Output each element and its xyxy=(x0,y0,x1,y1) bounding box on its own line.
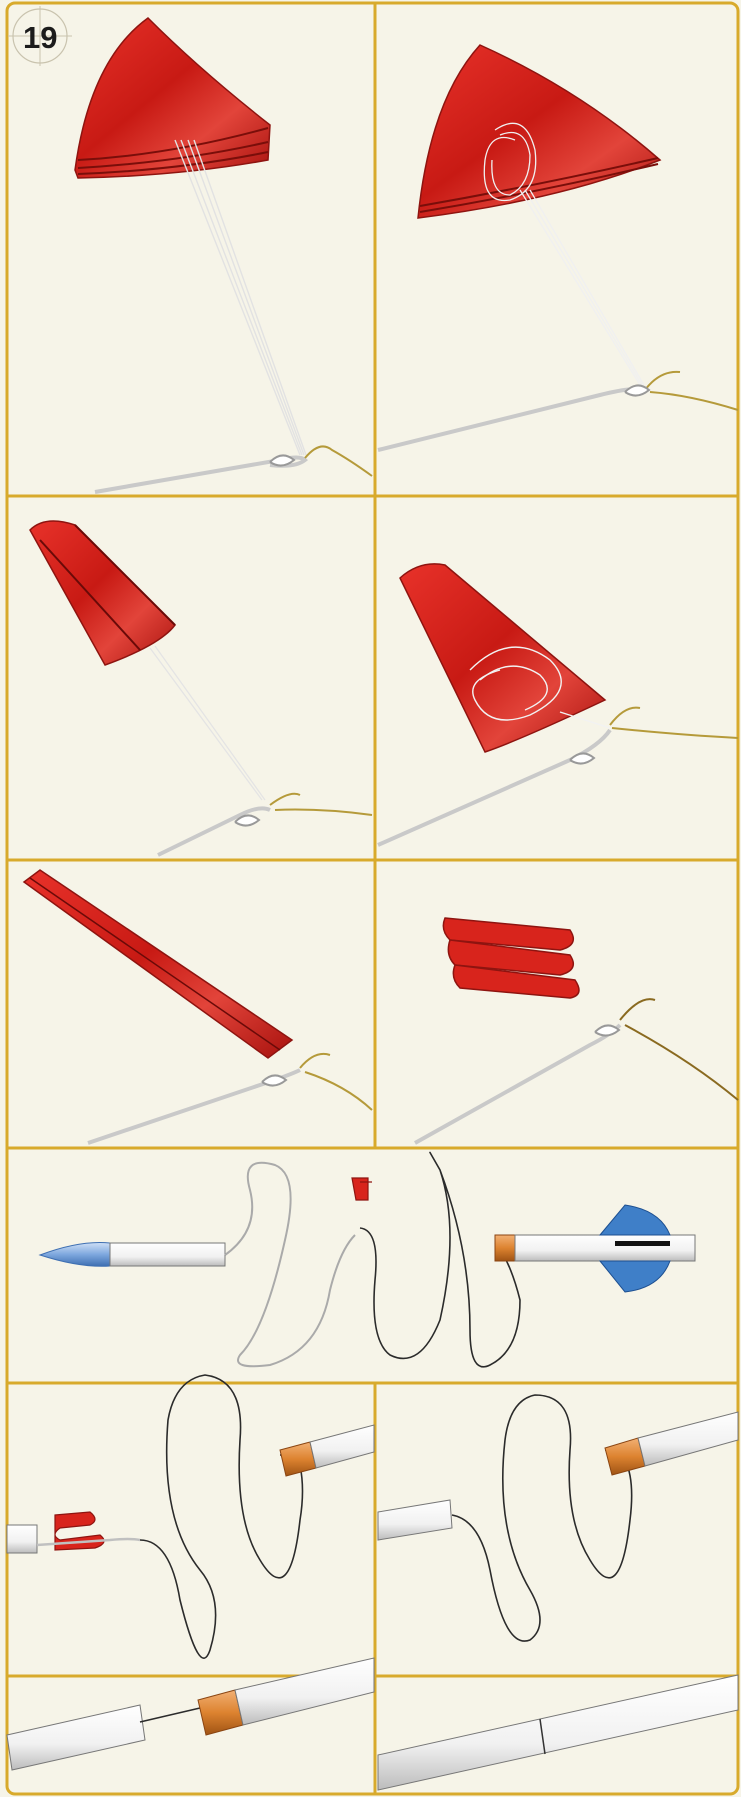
booster-tube xyxy=(235,1658,374,1725)
parachute-canopy xyxy=(418,45,660,218)
parachute-folded xyxy=(400,564,605,752)
knot xyxy=(625,385,649,395)
step-number: 19 xyxy=(23,20,57,55)
shock-cord-black xyxy=(452,1395,632,1641)
panel-grid xyxy=(7,3,738,1794)
kevlar-cord xyxy=(300,1054,372,1110)
motor-coupler xyxy=(280,1442,316,1476)
panel-chute-z-folded xyxy=(415,918,738,1143)
panel-chute-folded-lines-inside xyxy=(378,564,738,845)
booster-tube xyxy=(515,1235,695,1261)
knot xyxy=(262,1075,286,1085)
payload-tube xyxy=(378,1500,452,1540)
kevlar-cord xyxy=(305,446,372,476)
motor-coupler xyxy=(495,1235,515,1261)
knot xyxy=(595,1025,619,1035)
parachute-z-folded xyxy=(443,918,579,998)
shock-cord-white xyxy=(158,808,270,855)
payload-tube xyxy=(7,1525,37,1553)
kevlar-cord xyxy=(270,794,372,815)
booster-tube xyxy=(638,1412,738,1466)
shock-cord-black xyxy=(140,1375,303,1658)
panel-assembled xyxy=(378,1675,738,1790)
shock-cord-white xyxy=(415,1025,620,1143)
assembled-tube xyxy=(378,1675,738,1790)
payload-tube xyxy=(110,1243,225,1266)
payload-tube xyxy=(7,1705,145,1770)
kevlar-cord xyxy=(645,372,738,410)
panel-insert-chute xyxy=(7,1375,374,1658)
shroud-lines xyxy=(175,140,306,455)
shock-cord-white xyxy=(225,1163,355,1366)
nose-cone xyxy=(40,1243,110,1267)
parachute-folded xyxy=(30,521,175,665)
kevlar-cord xyxy=(610,708,738,738)
shock-cord-black xyxy=(140,1708,200,1722)
parachute-canopy xyxy=(75,18,270,178)
panel-chute-flat-canopy xyxy=(75,18,372,492)
booster-tube xyxy=(310,1425,374,1468)
panel-chute-folded-half xyxy=(30,521,372,855)
knot xyxy=(570,753,594,763)
panel-rocket-laid-out xyxy=(40,1153,695,1367)
folded-chute-small xyxy=(352,1178,372,1200)
panel-chute-rolled xyxy=(24,870,372,1143)
shock-cord-white xyxy=(378,389,645,450)
shroud-lines xyxy=(150,646,265,800)
step-number-badge: 19 xyxy=(8,6,72,66)
panel-chute-lines-gathered xyxy=(378,45,738,450)
kevlar-cord xyxy=(620,999,738,1100)
panel-insert-cord xyxy=(378,1395,738,1641)
